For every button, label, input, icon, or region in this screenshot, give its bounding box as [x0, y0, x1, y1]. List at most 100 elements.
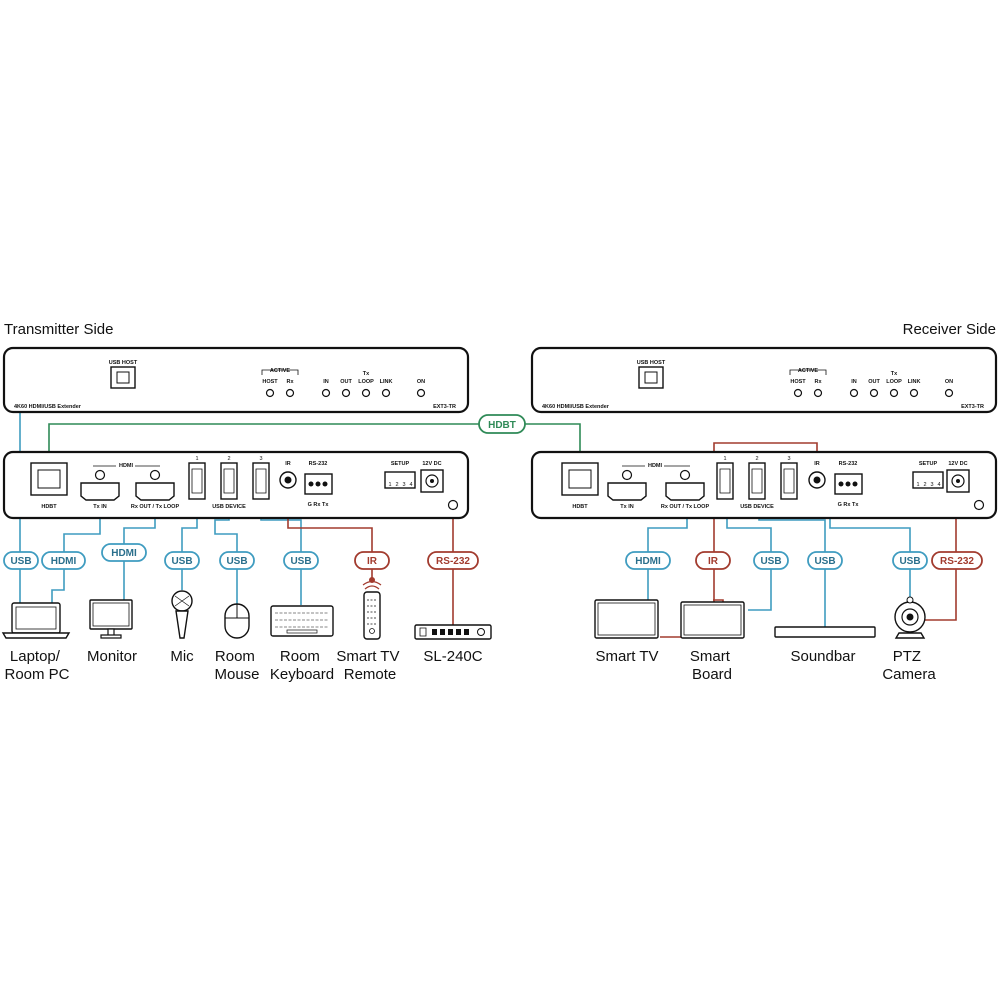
- tx-led-label: Tx: [891, 371, 898, 377]
- usb-host-label: USB HOST: [637, 360, 666, 366]
- active-label: ACTIVE: [798, 368, 819, 374]
- tag-pill: [101, 543, 147, 562]
- rs232-port-label: RS-232: [309, 461, 328, 467]
- in-led-label: IN: [851, 379, 857, 385]
- ptz-camera-label: PTZ Camera: [882, 648, 936, 683]
- rx-led-label: Rx: [286, 379, 294, 385]
- tx-in-label: Tx IN: [93, 504, 106, 510]
- tag-text: RS-232: [436, 556, 470, 567]
- laptop-label: Laptop/ Room PC: [4, 648, 69, 683]
- model-name: EXT3-TR: [433, 404, 456, 410]
- host-led: [265, 388, 275, 398]
- remote-label-line-2: Remote: [344, 666, 397, 683]
- keyboard-label-line-2: Keyboard: [270, 666, 334, 683]
- mouse-label-line-2: Mouse: [214, 666, 259, 683]
- usb-device-label: USB DEVICE: [740, 504, 774, 510]
- setup-dip-switch: [912, 471, 944, 489]
- keyboard-icon: [270, 605, 334, 637]
- rj45-socket-icon: [37, 469, 61, 489]
- dc-jack-ring-icon: [425, 474, 439, 488]
- monitor-label: Monitor: [87, 648, 137, 665]
- usb-a-socket-icon: [719, 468, 795, 494]
- mic-label: Mic: [170, 648, 194, 665]
- active-bracket: [789, 369, 827, 375]
- ir-port-label: IR: [285, 461, 291, 467]
- laptop-label-line-1: Laptop/: [10, 648, 61, 665]
- usb-b-socket-icon: [116, 371, 130, 384]
- device-labels: Laptop/ Room PC Monitor Mic Room Mouse R…: [4, 648, 936, 683]
- on-led-label: ON: [945, 379, 953, 385]
- remote-icon: [362, 577, 382, 640]
- on-led: [416, 388, 426, 398]
- tag-text: HDMI: [635, 556, 661, 567]
- link-led-label: LINK: [908, 379, 921, 385]
- rj45-socket-icon: [568, 469, 592, 489]
- hdbt-link-wire: [48, 423, 581, 463]
- usb-device-port-2: [748, 462, 766, 500]
- laptop-icon: [1, 602, 71, 639]
- dip-1-number: 1: [916, 482, 919, 488]
- out-led: [869, 388, 879, 398]
- soundbar-icon: [774, 626, 876, 638]
- smart-tv-label: Smart TV: [595, 648, 658, 665]
- smart-tv-icon: [594, 599, 659, 639]
- tx-in-label: Tx IN: [620, 504, 633, 510]
- usb-3-number: 3: [259, 456, 262, 462]
- host-led: [793, 388, 803, 398]
- loop-led: [889, 388, 899, 398]
- usb-device-port-3: [780, 462, 798, 500]
- transmitter-front-panel: USB HOST ACTIVE HOST Rx IN OUT Tx LOOP L…: [2, 346, 470, 414]
- tag-usb-laptop: USB: [3, 551, 39, 570]
- tag-pill: [931, 551, 983, 570]
- in-led-label: IN: [323, 379, 329, 385]
- out-led-label: OUT: [868, 379, 880, 385]
- ptz-camera-label-line-2: Camera: [882, 666, 936, 683]
- screw-icon: [149, 469, 161, 481]
- on-led-label: ON: [417, 379, 425, 385]
- link-led: [381, 388, 391, 398]
- dc-input-label: 12V DC: [948, 461, 967, 467]
- tag-text: USB: [171, 556, 192, 567]
- usb-host-port: [110, 366, 136, 389]
- tag-text: IR: [708, 556, 719, 567]
- tag-text: USB: [10, 556, 31, 567]
- monitor-icon: [89, 599, 133, 639]
- usb-2-number: 2: [227, 456, 230, 462]
- active-label: ACTIVE: [270, 368, 291, 374]
- dc-jack-ring-icon: [951, 474, 965, 488]
- tag-pill: [753, 551, 789, 570]
- tag-ir-remote: IR: [354, 551, 390, 570]
- dip-3-number: 3: [930, 482, 933, 488]
- devices: [1, 577, 926, 640]
- tag-text: USB: [226, 556, 247, 567]
- remote-label-line-1: Smart TV: [336, 648, 399, 665]
- transmitter-front-chassis: [2, 346, 470, 414]
- soundbar-label: Soundbar: [790, 648, 855, 665]
- tag-pill: [3, 551, 39, 570]
- tag-pill: [41, 551, 86, 570]
- host-led-label: HOST: [262, 379, 278, 385]
- ptz-camera-label-line-1: PTZ: [893, 648, 921, 665]
- tag-hdmi-monitor: HDMI: [101, 543, 147, 562]
- mic-icon: [171, 590, 193, 639]
- terminal-screw-icon: [845, 481, 851, 487]
- dip-3-number: 3: [402, 482, 405, 488]
- terminal-screw-icon: [838, 481, 844, 487]
- usb-host-label: USB HOST: [109, 360, 138, 366]
- tag-pill: [625, 551, 671, 570]
- hdmi-group-label: HDMI: [648, 463, 663, 469]
- setup-dip-switch: [384, 471, 416, 489]
- tag-text: IR: [367, 556, 378, 567]
- rx-led-label: Rx: [814, 379, 822, 385]
- usb-1-number: 1: [723, 456, 726, 462]
- tag-text: HDMI: [51, 556, 77, 567]
- setup-label: SETUP: [919, 461, 938, 467]
- usb-1-number: 1: [195, 456, 198, 462]
- usb-device-port-3: [252, 462, 270, 500]
- product-name: 4K60 HDMI/USB Extender: [542, 404, 610, 410]
- tag-text: RS-232: [940, 556, 974, 567]
- hdmi-rx-out-port: [665, 482, 705, 501]
- tag-text: USB: [899, 556, 920, 567]
- tag-pill: [807, 551, 843, 570]
- dip-4-number: 4: [409, 482, 412, 488]
